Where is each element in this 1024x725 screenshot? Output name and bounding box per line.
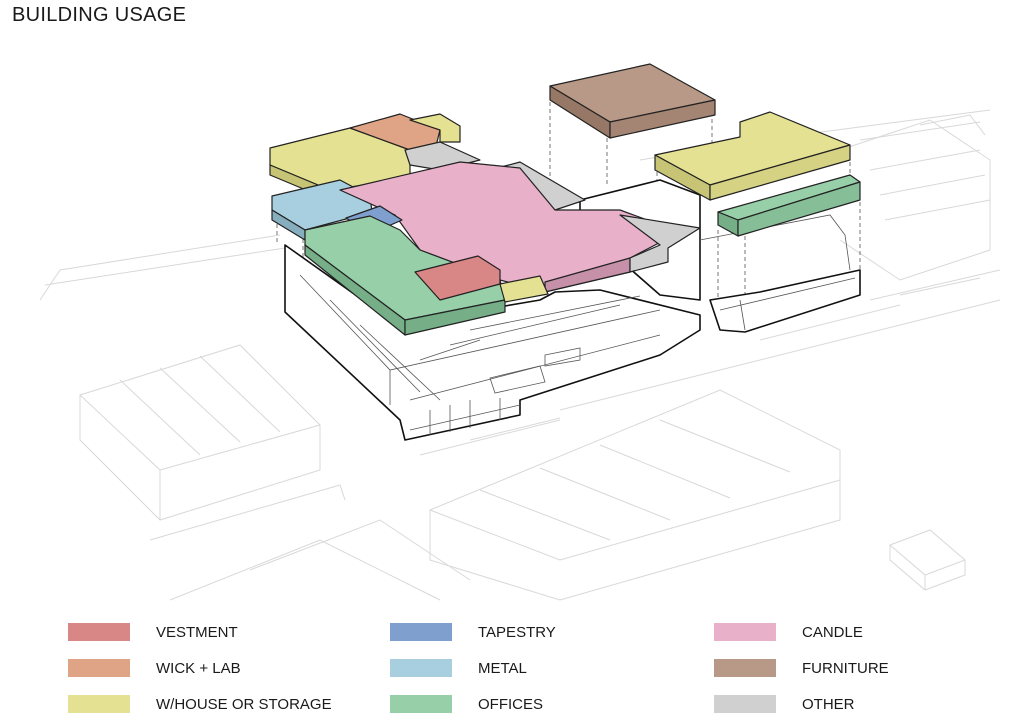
block-vestment: [414, 255, 501, 301]
usage-blocks: [269, 63, 861, 336]
legend-label: METAL: [478, 660, 527, 677]
legend-swatch-warehouse: [68, 695, 130, 713]
legend-label: W/HOUSE OR STORAGE: [156, 696, 332, 713]
block-warehouse-s: [499, 275, 549, 303]
legend-swatch-vestment: [68, 623, 130, 641]
legend-swatch-tapestry: [390, 623, 452, 641]
block-other-e: [619, 214, 701, 273]
diagram-title: BUILDING USAGE: [12, 4, 187, 26]
axonometric-diagram: [39, 63, 1001, 601]
legend-swatch-wick-lab: [68, 659, 130, 677]
legend-label: CANDLE: [802, 624, 863, 641]
legend-label: VESTMENT: [156, 624, 238, 641]
legend-label: OTHER: [802, 696, 855, 713]
legend-label: FURNITURE: [802, 660, 889, 677]
legend-swatch-candle: [714, 623, 776, 641]
legend-swatch-metal: [390, 659, 452, 677]
legend-label: OFFICES: [478, 696, 544, 713]
legend-swatch-offices: [390, 695, 452, 713]
legend-swatch-other: [714, 695, 776, 713]
legend-swatch-furniture: [714, 659, 776, 677]
main-building-detail: [299, 274, 661, 435]
legend-label: WICK + LAB: [156, 660, 241, 677]
legend-label: TAPESTRY: [478, 624, 556, 641]
legend: VESTMENT WICK + LAB W/HOUSE OR STORAGE T…: [0, 615, 1024, 725]
